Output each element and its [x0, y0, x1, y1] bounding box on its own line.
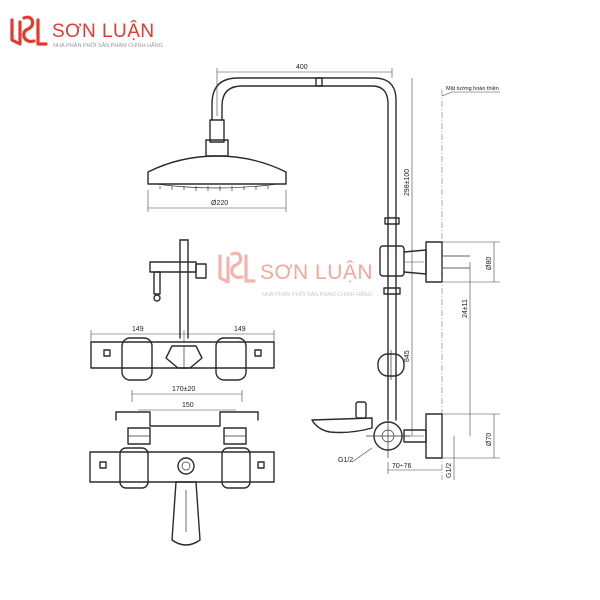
dim-bracket-offset: 24±11 — [462, 299, 469, 318]
dim-thread-right: G1/2 — [446, 463, 453, 478]
dim-thread-left: G1/2 — [338, 457, 353, 464]
dim-riser-adjust: 298±100 — [404, 169, 411, 196]
spray-nozzles — [159, 186, 269, 191]
dim-arm-length: 400 — [296, 64, 308, 71]
shower-arm — [211, 77, 400, 251]
wall-bracket-upper: Ø80 — [425, 241, 500, 283]
dim-flange-diameter: Ø70 — [486, 433, 493, 446]
dim-inlet-center: 150 — [182, 402, 194, 409]
dim-vertical: 298±100 845 24±11 — [404, 78, 471, 437]
plan-view-mixer: 170±20 150 — [89, 386, 275, 546]
wall-label: Mặt tường hoàn thiện — [446, 86, 499, 92]
dim-head-diameter: Ø220 — [211, 200, 228, 207]
hand-shower-holder — [149, 239, 207, 339]
dim-body-left: 149 — [132, 326, 144, 333]
watermark-logo-icon — [218, 251, 256, 284]
dim-riser-height: 845 — [404, 350, 411, 362]
watermark: SƠN LUẬN NHÀ PHÂN PHỐI SẢN PHẨM CHÍNH HÃ… — [218, 251, 373, 298]
dim-arm: 400 — [216, 64, 393, 116]
logo-mark-icon — [10, 15, 48, 46]
watermark-tagline: NHÀ PHÂN PHỐI SẢN PHẨM CHÍNH HÃNG — [262, 291, 372, 298]
finished-wall: Mặt tường hoàn thiện — [441, 86, 500, 480]
brand-name: SƠN LUẬN — [52, 20, 155, 42]
shower-head: Ø220 — [147, 119, 287, 212]
brand-logo: SƠN LUẬN NHÀ PHÂN PHỐI SẢN PHẨM CHÍNH HÃ… — [10, 15, 163, 49]
dim-bracket-diameter: Ø80 — [486, 257, 493, 270]
riser-rail — [377, 245, 427, 421]
front-view-mixer: 149 149 — [90, 326, 275, 381]
watermark-brand: SƠN LUẬN — [260, 261, 373, 284]
dim-body-right: 149 — [234, 326, 246, 333]
side-view-mixer: Ø70 70÷76 G1/2 G1/2 — [311, 401, 500, 480]
dim-inlet-spacing: 170±20 — [172, 386, 195, 393]
dim-spout-offset: 70÷76 — [392, 463, 412, 470]
brand-tagline: NHÀ PHÂN PHỐI SẢN PHẨM CHÍNH HÃNG — [53, 42, 163, 49]
